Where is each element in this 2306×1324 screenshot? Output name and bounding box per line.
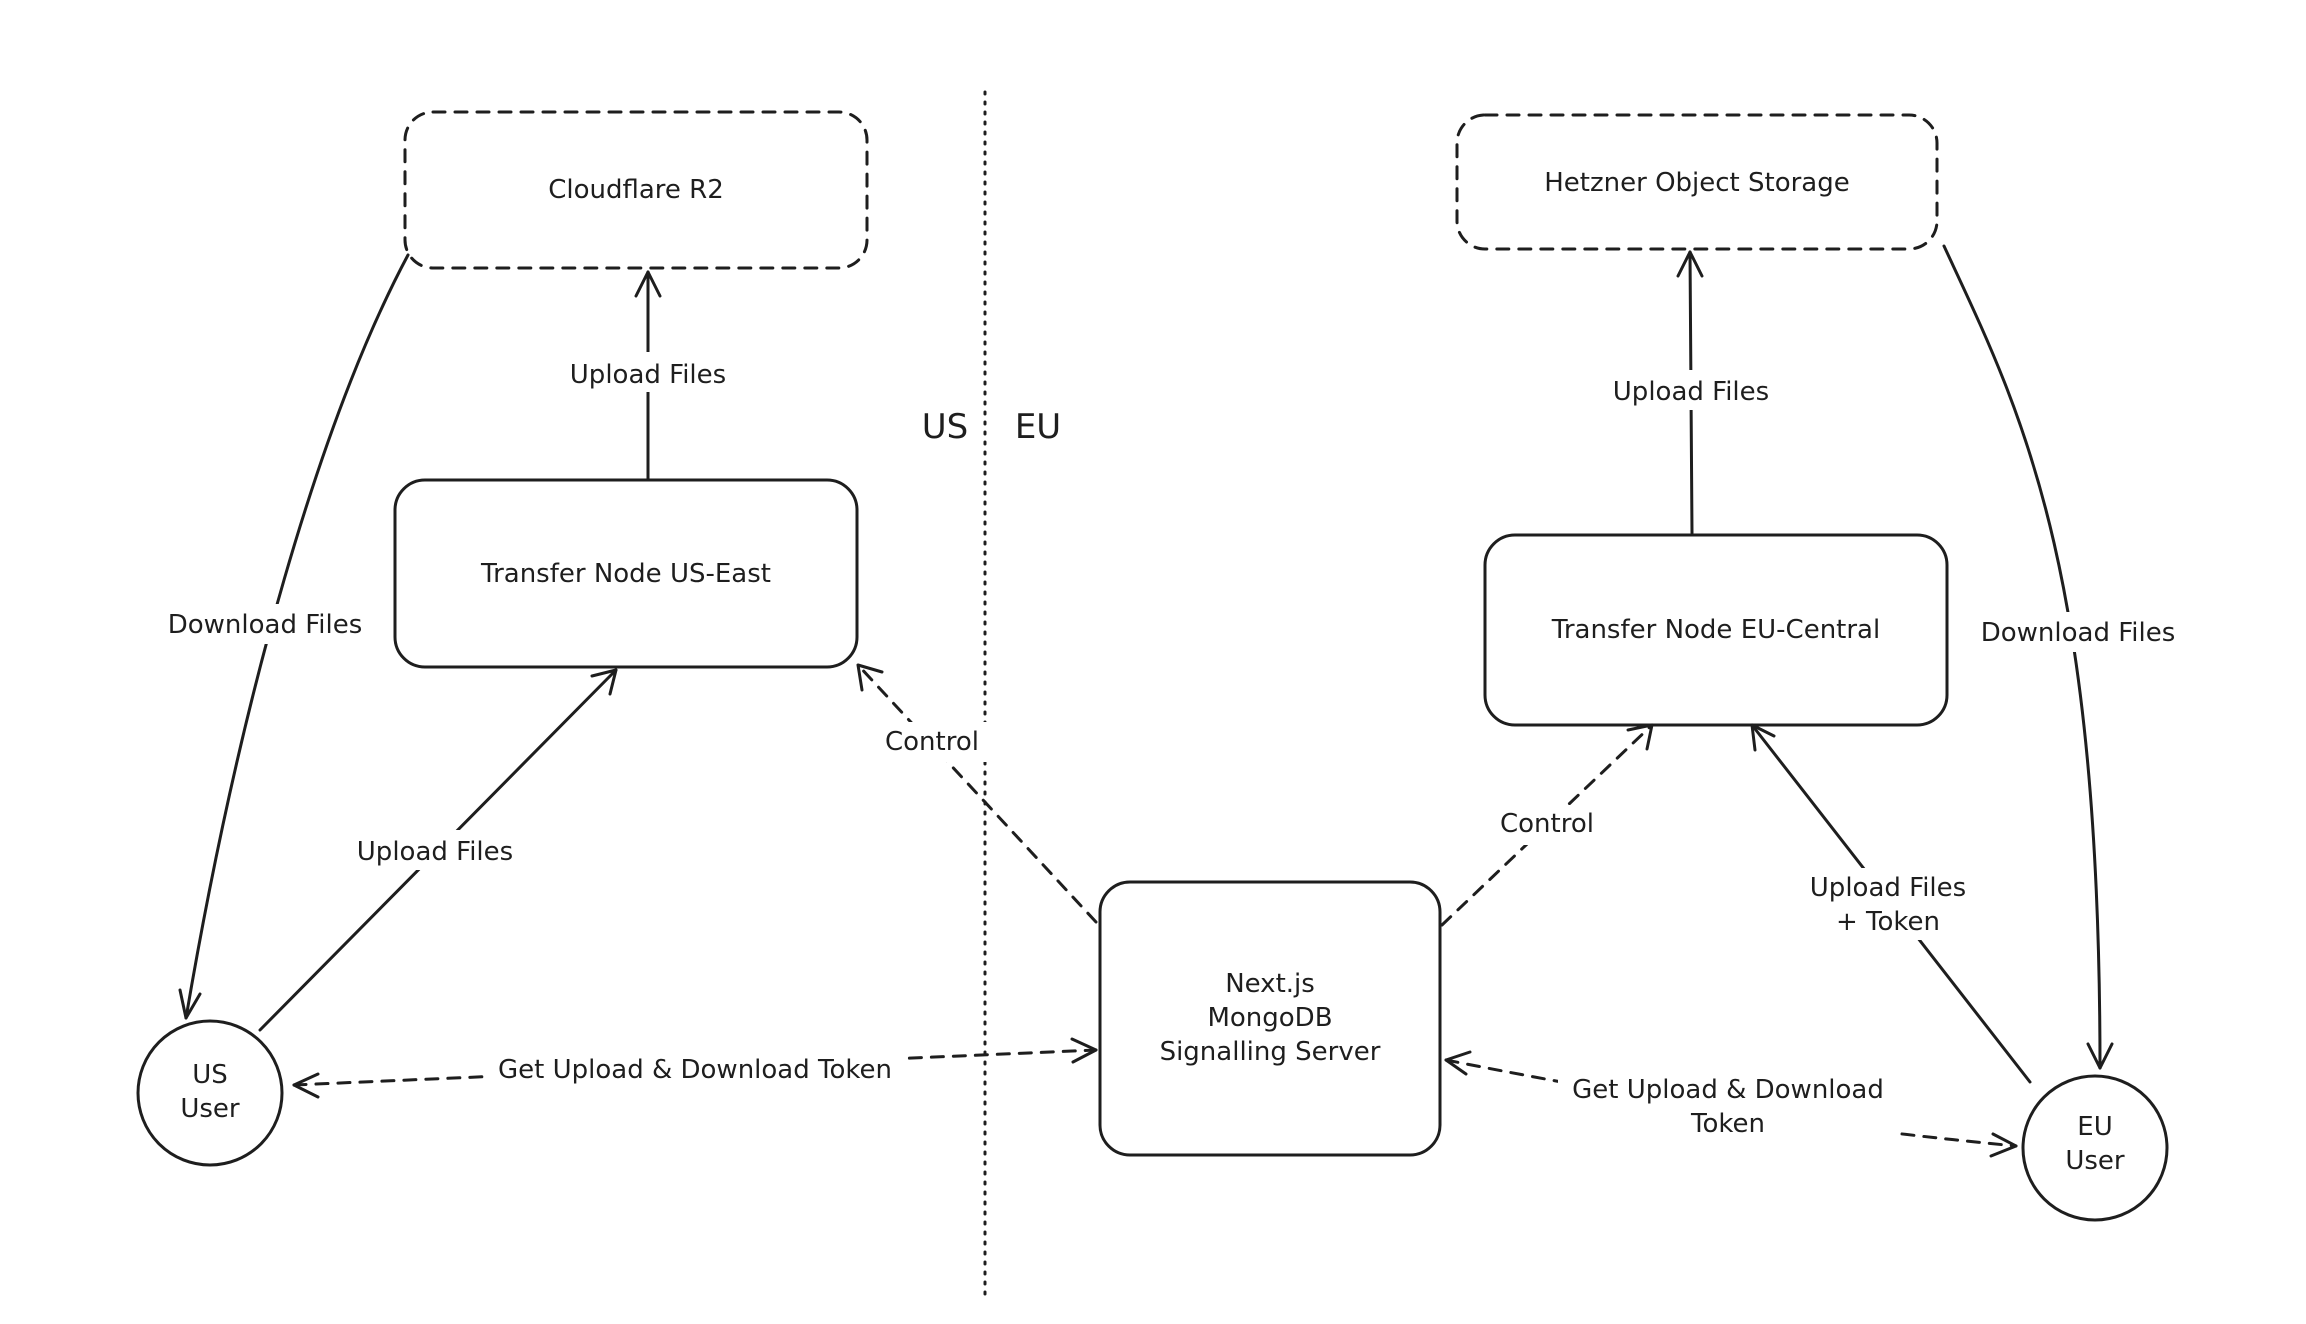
eu-user-line-2: User <box>2065 1146 2125 1176</box>
eu-control-label: Control <box>1500 809 1594 839</box>
us-user-upload-label: Upload Files <box>357 837 513 867</box>
us-user-circle <box>136 1019 284 1167</box>
us-upload-to-r2-label: Upload Files <box>570 360 726 390</box>
eu-download-arrowhead <box>2086 1042 2114 1070</box>
eu-token-label-line-1: Get Upload & Download <box>1572 1075 1884 1105</box>
us-download-arrowhead <box>178 988 202 1020</box>
signalling-server-box <box>1098 880 1442 1157</box>
signalling-server-line-2: MongoDB <box>1207 1003 1332 1033</box>
eu-user-upload-label-line-2: + Token <box>1836 907 1940 937</box>
us-control-arrowhead <box>856 663 884 692</box>
region-label-us: US <box>922 407 968 447</box>
transfer-node-us-label: Transfer Node US-East <box>480 559 771 589</box>
signalling-server-line-1: Next.js <box>1225 969 1315 999</box>
transfer-node-us-box <box>393 478 859 669</box>
us-user-upload-arrowhead <box>590 668 618 696</box>
hetzner-storage-box <box>1455 113 1939 251</box>
eu-user-upload-label-line-1: Upload Files <box>1810 873 1966 903</box>
signalling-server-line-3: Signalling Server <box>1160 1037 1381 1067</box>
hetzner-storage-label: Hetzner Object Storage <box>1544 168 1850 198</box>
eu-user-line-1: EU <box>2077 1112 2112 1142</box>
us-download-label: Download Files <box>168 610 363 640</box>
transfer-node-eu-box <box>1483 533 1949 727</box>
transfer-node-eu-label: Transfer Node EU-Central <box>1551 615 1880 645</box>
eu-upload-to-storage-label: Upload Files <box>1613 377 1769 407</box>
cloudflare-r2-label: Cloudflare R2 <box>548 175 724 205</box>
us-download-arrow <box>184 253 410 1020</box>
region-label-eu: EU <box>1015 407 1061 447</box>
us-token-arrowhead-left <box>292 1072 320 1099</box>
eu-upload-to-storage-arrowhead <box>1676 250 1704 278</box>
eu-user-upload-arrowhead <box>1750 723 1776 752</box>
us-control-arrow <box>856 663 1098 924</box>
us-user-line-1: US <box>192 1060 228 1090</box>
eu-token-arrowhead-left <box>1444 1050 1472 1076</box>
us-upload-to-r2-arrowhead <box>634 270 662 298</box>
us-token-label: Get Upload & Download Token <box>498 1055 892 1085</box>
us-user-line-2: User <box>180 1094 240 1124</box>
eu-download-label: Download Files <box>1981 618 2176 648</box>
eu-token-arrowhead-right <box>1989 1132 2018 1158</box>
cloudflare-r2-box <box>403 110 869 270</box>
eu-token-arrow <box>1444 1058 2018 1148</box>
eu-download-arrow <box>1942 244 2102 1070</box>
eu-token-label-line-2: Token <box>1690 1109 1765 1139</box>
us-control-label: Control <box>885 727 979 757</box>
eu-control-arrowhead <box>1626 723 1654 751</box>
us-token-arrowhead-right <box>1070 1037 1098 1064</box>
eu-user-circle <box>2021 1074 2169 1222</box>
